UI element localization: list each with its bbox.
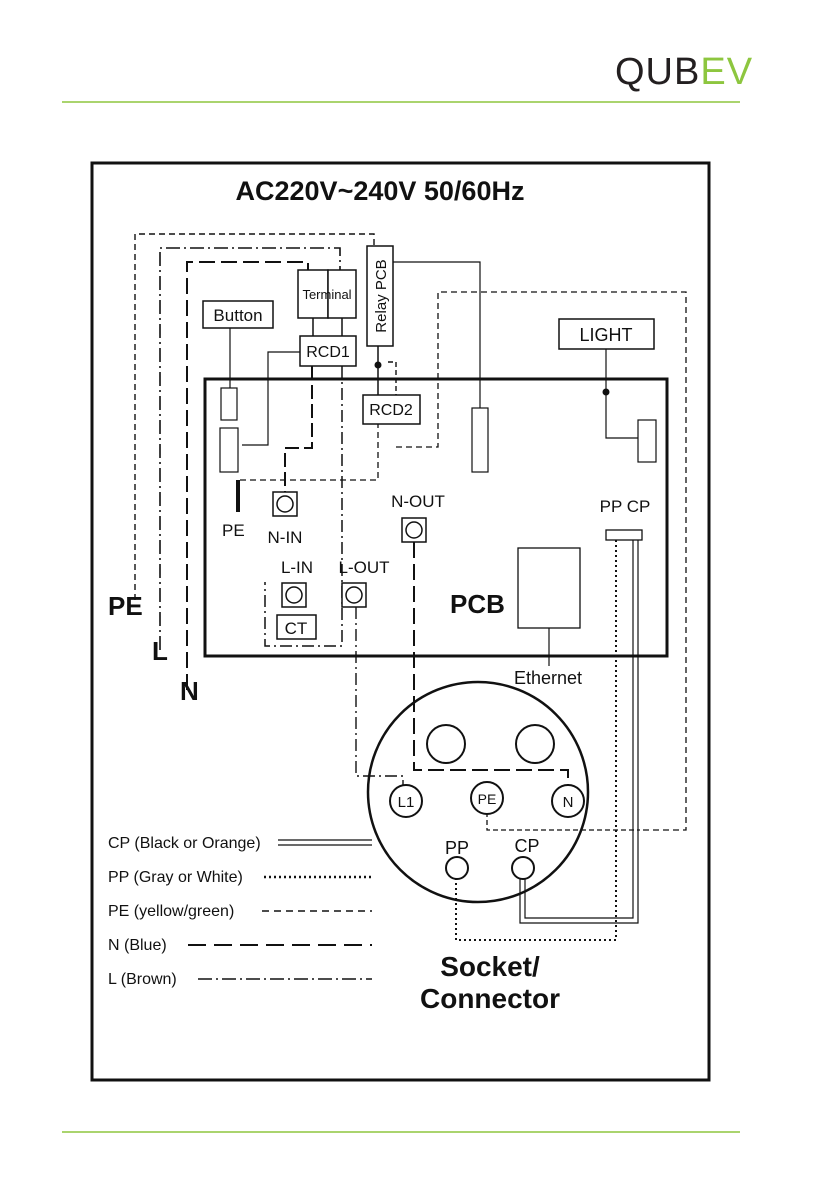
socket-blank-left xyxy=(427,725,465,763)
legend-l-label: L (Brown) xyxy=(108,971,177,988)
pcb-label: PCB xyxy=(450,589,505,619)
socket-pin-l1-label: L1 xyxy=(398,794,415,811)
socket-blank-right xyxy=(516,725,554,763)
socket-pin-pp-label: PP xyxy=(445,838,469,858)
n-out-label: N-OUT xyxy=(391,492,445,511)
socket-pin-cp xyxy=(512,857,534,879)
qubev-logo: QUBEV xyxy=(615,51,753,93)
l-in-screw xyxy=(286,587,302,603)
legend-cp-label: CP (Black or Orange) xyxy=(108,835,261,852)
relay-connector xyxy=(472,408,488,472)
light-label: LIGHT xyxy=(579,325,632,345)
n-in-screw xyxy=(277,496,293,512)
n-out-screw xyxy=(406,522,422,538)
logo-accent-text: EV xyxy=(700,51,753,93)
socket-pin-pe-label: PE xyxy=(478,791,497,807)
l-in-label: L-IN xyxy=(281,558,313,577)
l-out-screw xyxy=(346,587,362,603)
ct-label: CT xyxy=(285,619,308,638)
pp-cp-connector xyxy=(606,530,642,540)
logo-dark-text: QUB xyxy=(615,51,700,93)
socket-title-line2: Connector xyxy=(420,983,560,1014)
legend-pe-label: PE (yellow/green) xyxy=(108,903,234,920)
l-out-label: L-OUT xyxy=(339,558,390,577)
ethernet-label: Ethernet xyxy=(514,668,582,688)
socket-pin-n-label: N xyxy=(563,794,574,811)
ethernet-module xyxy=(518,548,580,628)
n-supply-label: N xyxy=(180,676,199,706)
button-label: Button xyxy=(213,306,262,325)
diagram-title: AC220V~240V 50/60Hz xyxy=(236,176,525,206)
socket-pin-cp-label: CP xyxy=(514,836,539,856)
legend-pp-label: PP (Gray or White) xyxy=(108,869,243,886)
rcd1-connector xyxy=(220,428,238,472)
pe-terminal-label: PE xyxy=(222,521,245,540)
pp-cp-label: PP CP xyxy=(600,497,651,516)
socket-pin-pp xyxy=(446,857,468,879)
l-supply-label: L xyxy=(152,636,168,666)
rcd1-label: RCD1 xyxy=(306,344,350,361)
legend-n-label: N (Blue) xyxy=(108,937,167,954)
rcd2-label: RCD2 xyxy=(369,402,413,419)
terminal-label: Terminal xyxy=(302,287,351,302)
n-in-label: N-IN xyxy=(268,528,303,547)
socket-title-line1: Socket/ xyxy=(440,951,540,982)
relay-pcb-label: Relay PCB xyxy=(373,259,390,332)
button-connector xyxy=(221,388,237,420)
svg-text:QUBEV: QUBEV xyxy=(615,51,753,93)
pe-supply-label: PE xyxy=(108,591,143,621)
light-connector xyxy=(638,420,656,462)
